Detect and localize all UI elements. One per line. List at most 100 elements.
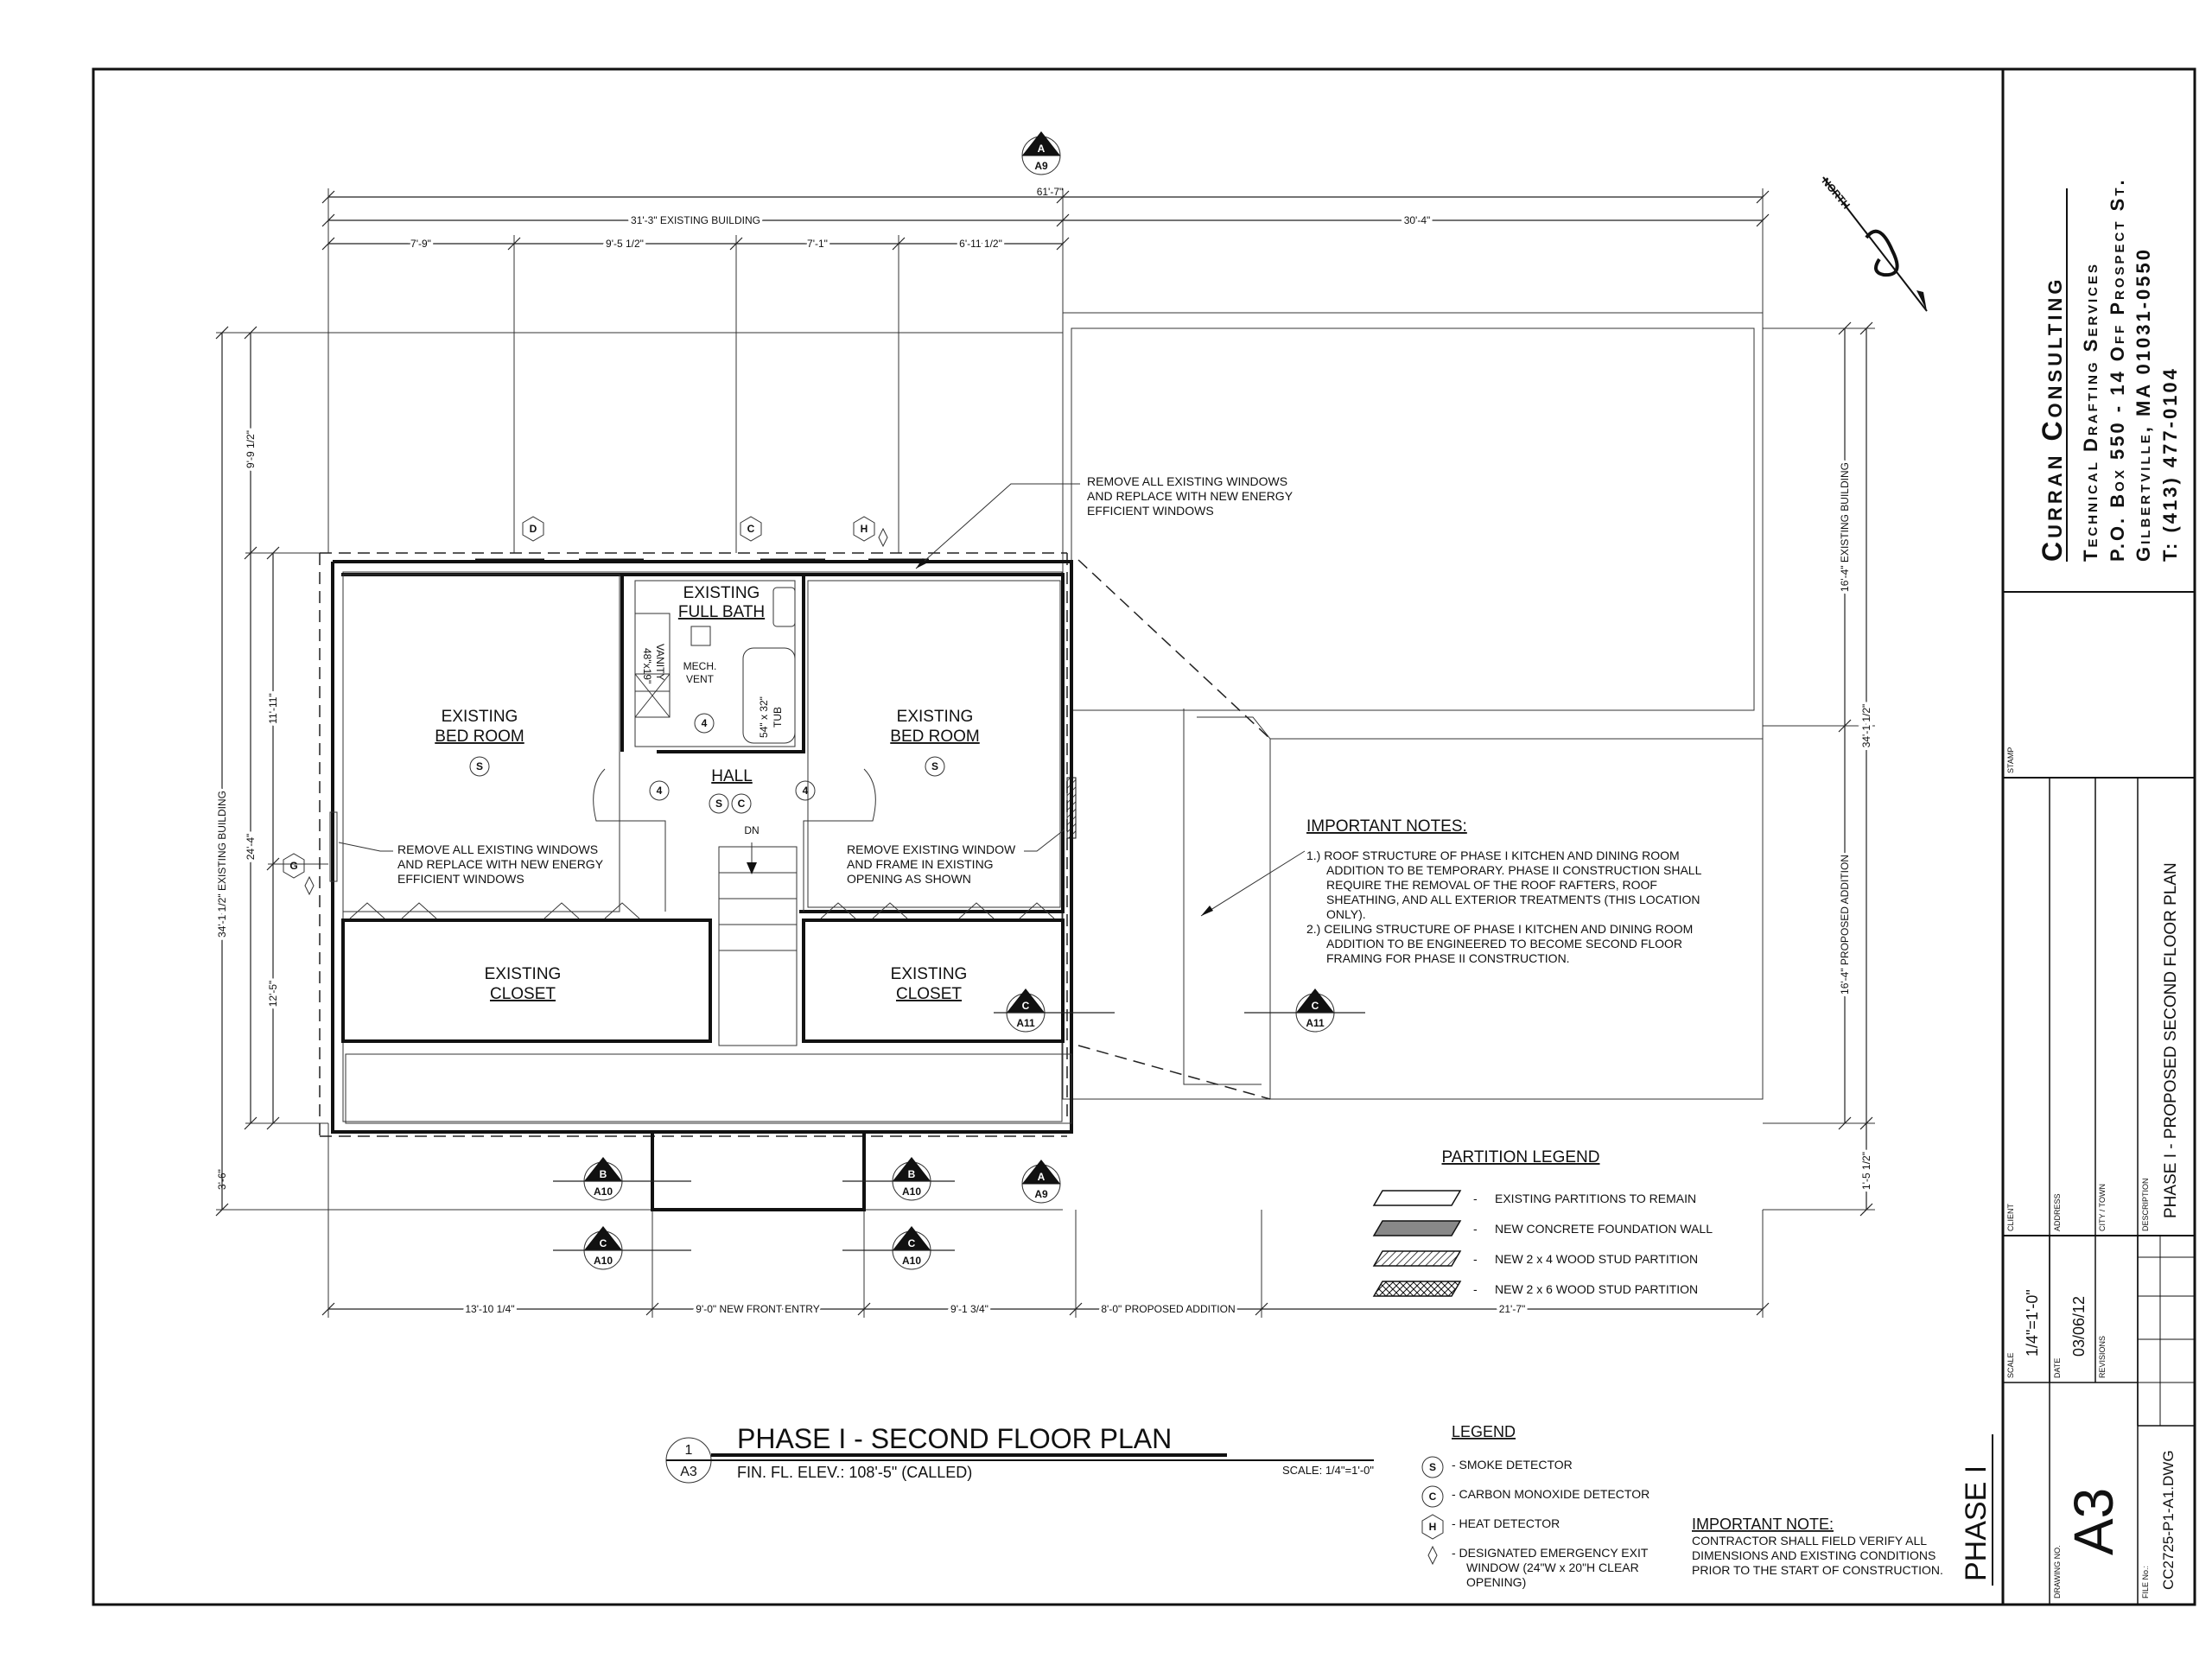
heat-detector-icon: 4: [694, 713, 715, 734]
section-marker-c-a10-right: C A10: [842, 1226, 955, 1270]
section-marker-c-a10-left: C A10: [553, 1226, 691, 1270]
company-name: Curran Consulting: [2037, 276, 2068, 562]
dim-bot-3: 9'-1 3/4": [950, 1303, 988, 1315]
room-closet2-b: CLOSET: [896, 985, 962, 1003]
room-vanity-a: 48"x19": [641, 648, 653, 683]
section-marker-c-a11-right: C A11: [1244, 988, 1365, 1033]
room-dn: DN: [744, 824, 759, 836]
dim-left-overall: 34'-1 1/2" EXISTING BUILDING: [216, 791, 228, 938]
partition-item-0: EXISTING PARTITIONS TO REMAIN: [1495, 1192, 1696, 1205]
room-closet2-a: EXISTING: [891, 965, 968, 983]
dim-left-d: 12'-5": [267, 981, 279, 1007]
svg-text:S: S: [715, 798, 722, 810]
floor-plan: [329, 558, 1077, 1211]
partition-item-1: NEW CONCRETE FOUNDATION WALL: [1495, 1222, 1713, 1236]
room-bed2-a: EXISTING: [897, 708, 974, 726]
room-closet1-a: EXISTING: [485, 965, 562, 983]
svg-text:A9: A9: [1034, 160, 1048, 172]
title-block: Curran Consulting Technical Drafting Ser…: [1960, 69, 2195, 1605]
legend-title: LEGEND: [1452, 1423, 1516, 1440]
plan-scale: SCALE: 1/4"=1'-0": [1282, 1464, 1374, 1477]
window-tag-d: D: [522, 516, 544, 542]
partition-item-3: NEW 2 x 6 WOOD STUD PARTITION: [1495, 1282, 1698, 1296]
room-vanity-b: VANITY: [654, 644, 666, 680]
section-marker-b-a10-right: B A10: [842, 1157, 955, 1201]
plan-subtitle: FIN. FL. ELEV.: 108'-5" (CALLED): [737, 1464, 972, 1481]
smoke-detector-icon: S: [1429, 1461, 1436, 1473]
svg-text:C: C: [1312, 1000, 1319, 1012]
important-note: IMPORTANT NOTE: CONTRACTOR SHALL FIELD V…: [1692, 1516, 1943, 1577]
callout-left-c: EFFICIENT WINDOWS: [397, 872, 524, 886]
heat-detector-icon: 4: [795, 780, 816, 801]
callouts: REMOVE ALL EXISTING WINDOWS AND REPLACE …: [338, 474, 1306, 917]
dim-bot-1: 13'-10 1/4": [465, 1303, 514, 1315]
svg-text:A9: A9: [1034, 1188, 1048, 1200]
dim-bot-4: 8'-0" PROPOSED ADDITION: [1101, 1303, 1235, 1315]
dim-right-a: 16'-4" EXISTING BUILDING: [1839, 462, 1851, 592]
heat-detector-icon: H: [1429, 1521, 1437, 1533]
svg-text:A10: A10: [902, 1255, 921, 1267]
partition-legend: PARTITION LEGEND - - - - EXISTING PARTIT…: [1372, 1148, 1713, 1297]
legend-smoke: - SMOKE DETECTOR: [1452, 1458, 1573, 1471]
svg-text:-: -: [1473, 1222, 1478, 1236]
room-tub-a: 54" x 32": [758, 696, 770, 738]
egress-marker-icon: [304, 875, 315, 896]
drawing-no: A3: [2063, 1488, 2125, 1555]
important-notes-title: IMPORTANT NOTES:: [1306, 817, 1467, 836]
plan-title: 1 A3 PHASE I - SECOND FLOOR PLAN FIN. FL…: [665, 1423, 1374, 1484]
window-tag-c: C: [740, 516, 762, 542]
stamp-label: STAMP: [2006, 747, 2015, 773]
callout-left-a: REMOVE ALL EXISTING WINDOWS: [397, 842, 598, 856]
company-phone: T: (413) 477-0104: [2159, 366, 2181, 562]
plan-number: 1: [685, 1443, 693, 1458]
room-mech-a: MECH.: [683, 660, 717, 672]
description-label: DESCRIPTION: [2141, 1178, 2150, 1231]
section-marker-b-a10-left: B A10: [553, 1157, 691, 1201]
phase-label: PHASE I: [1960, 1465, 1993, 1581]
svg-text:A10: A10: [594, 1185, 613, 1198]
dim-bot-5: 21'-7": [1499, 1303, 1526, 1315]
svg-text:4: 4: [702, 717, 708, 729]
svg-text:C: C: [1022, 1000, 1030, 1012]
dim-addition-top: 30'-4": [1404, 214, 1431, 226]
callout-top-a: REMOVE ALL EXISTING WINDOWS: [1087, 474, 1287, 488]
client-label: CLIENT: [2006, 1203, 2015, 1231]
scale-value: 1/4"=1'-0": [2024, 1289, 2041, 1357]
city-label: CITY / TOWN: [2098, 1184, 2107, 1231]
room-bed1-b: BED ROOM: [435, 728, 524, 746]
dim-d1: 7'-9": [410, 238, 431, 250]
svg-text:-: -: [1473, 1192, 1478, 1205]
room-hall: HALL: [711, 767, 753, 785]
dim-d2: 9'-5 1/2": [606, 238, 644, 250]
dim-left-c: 24'-4": [245, 834, 257, 861]
company-address-2: Gilbertville, MA 01031-0550: [2133, 247, 2154, 562]
callout-right-c: OPENING AS SHOWN: [847, 872, 971, 886]
callout-right-a: REMOVE EXISTING WINDOW: [847, 842, 1016, 856]
note-line-4: SHEATHING, AND ALL EXTERIOR TREATMENTS (…: [1326, 893, 1700, 906]
room-bath-a: EXISTING: [683, 584, 760, 602]
address-label: ADDRESS: [2053, 1193, 2062, 1231]
svg-text:H: H: [861, 523, 868, 535]
window-tags: D C H G: [283, 516, 888, 896]
svg-text:A10: A10: [594, 1255, 613, 1267]
room-labels: EXISTING BED ROOM EXISTING BED ROOM EXIS…: [435, 584, 979, 1003]
callout-top-b: AND REPLACE WITH NEW ENERGY: [1087, 489, 1294, 503]
room-mech-b: VENT: [686, 673, 715, 685]
svg-text:A: A: [1038, 1171, 1046, 1183]
important-note-l2: DIMENSIONS AND EXISTING CONDITIONS: [1692, 1548, 1936, 1562]
symbol-legend: LEGEND S - SMOKE DETECTOR C - CARBON MON…: [1421, 1423, 1649, 1589]
file-label: FILE No.:: [2141, 1566, 2150, 1599]
legend-heat: - HEAT DETECTOR: [1452, 1516, 1560, 1530]
window-tag-h: H: [853, 516, 875, 542]
dimension-lines: 61'-7" 31'-3" EXISTING BUILDING 30'-4" 7…: [213, 186, 1875, 1318]
svg-text:-: -: [1473, 1252, 1478, 1266]
svg-text:4: 4: [657, 785, 663, 797]
company-services: Technical Drafting Services: [2080, 262, 2101, 562]
room-bed1-a: EXISTING: [442, 708, 518, 726]
scale-label: SCALE: [2006, 1352, 2015, 1378]
callout-top-c: EFFICIENT WINDOWS: [1087, 504, 1214, 518]
svg-text:B: B: [908, 1168, 916, 1180]
legend-co: - CARBON MONOXIDE DETECTOR: [1452, 1487, 1649, 1501]
note-line-2: ADDITION TO BE TEMPORARY. PHASE II CONST…: [1326, 863, 1702, 877]
